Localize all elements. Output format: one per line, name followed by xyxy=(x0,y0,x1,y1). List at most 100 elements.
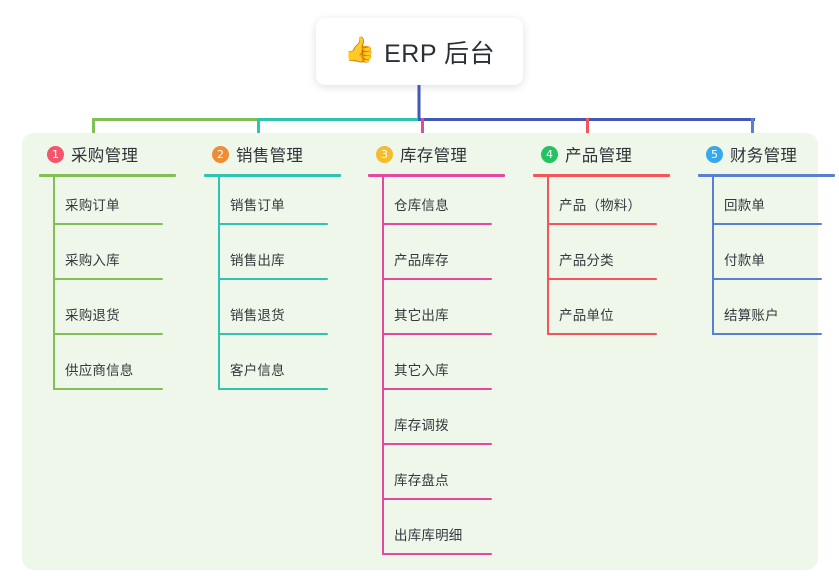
branch-item-label: 供应商信息 xyxy=(65,363,134,378)
branch-item[interactable]: 出库库明细 xyxy=(382,518,492,555)
branch-item-label: 产品分类 xyxy=(559,253,614,268)
branch-item-rule xyxy=(547,223,657,225)
branch-spine xyxy=(382,175,384,555)
branch-item-rule xyxy=(382,553,492,555)
branch-header-label: 产品管理 xyxy=(565,147,633,165)
branch-item[interactable]: 其它入库 xyxy=(382,353,492,390)
branch-header-rule xyxy=(368,174,505,177)
branch-item-label: 客户信息 xyxy=(230,363,285,378)
branch-item-rule xyxy=(712,278,822,280)
branch-item-rule xyxy=(53,223,163,225)
branch-header-label: 库存管理 xyxy=(400,147,468,165)
branch-header-label: 财务管理 xyxy=(730,147,798,165)
branch-item-label: 出库库明细 xyxy=(394,528,463,543)
branch-header-4[interactable]: 4 产品管理 xyxy=(525,133,685,175)
branch-item-rule xyxy=(53,388,163,390)
branch-item[interactable]: 库存调拨 xyxy=(382,408,492,445)
branch-item[interactable]: 产品库存 xyxy=(382,243,492,280)
branch-item-label: 结算账户 xyxy=(724,308,779,323)
branch-item-label: 库存盘点 xyxy=(394,473,449,488)
branch-item[interactable]: 销售退货 xyxy=(218,298,328,335)
branch-header-rule xyxy=(204,174,341,177)
branch-header-rule xyxy=(533,174,670,177)
branch-item-rule xyxy=(382,388,492,390)
branch-number-badge: 3 xyxy=(376,145,393,163)
branch-number-badge: 5 xyxy=(706,145,723,163)
branch-header-rule xyxy=(698,174,835,177)
branch-number-badge: 4 xyxy=(541,145,558,163)
branch-spine xyxy=(712,175,714,335)
branch-item[interactable]: 产品（物料） xyxy=(547,188,657,225)
branch-column-3: 3 库存管理仓库信息产品库存其它出库其它入库库存调拨库存盘点出库库明细 xyxy=(360,133,520,555)
branch-item[interactable]: 采购订单 xyxy=(53,188,163,225)
branch-item-rule xyxy=(547,333,657,335)
branch-spine xyxy=(53,175,55,390)
branch-item-label: 产品单位 xyxy=(559,308,614,323)
branch-spine xyxy=(547,175,549,335)
branch-item-rule xyxy=(382,333,492,335)
branch-item-rule xyxy=(53,278,163,280)
branch-item[interactable]: 销售出库 xyxy=(218,243,328,280)
branch-column-2: 2 销售管理销售订单销售出库销售退货客户信息 xyxy=(196,133,356,390)
connector-bar-segment-3 xyxy=(418,118,755,121)
branch-item-rule xyxy=(382,498,492,500)
branch-header-5[interactable]: 5 财务管理 xyxy=(690,133,839,175)
branch-item[interactable]: 仓库信息 xyxy=(382,188,492,225)
page-title: ERP 后台 xyxy=(384,39,496,68)
branch-item[interactable]: 供应商信息 xyxy=(53,353,163,390)
branch-item[interactable]: 产品分类 xyxy=(547,243,657,280)
branch-item-label: 销售出库 xyxy=(230,253,285,268)
branch-item-rule xyxy=(218,223,328,225)
branch-item-label: 销售订单 xyxy=(230,198,285,213)
branch-item-label: 产品库存 xyxy=(394,253,449,268)
branch-header-3[interactable]: 3 库存管理 xyxy=(360,133,520,175)
branch-number-badge: 1 xyxy=(47,145,64,163)
thumbs-up-icon: 👍 xyxy=(343,36,376,64)
branch-item-rule xyxy=(547,278,657,280)
branch-item-label: 回款单 xyxy=(724,198,766,213)
branch-spine xyxy=(218,175,220,390)
branch-item[interactable]: 结算账户 xyxy=(712,298,822,335)
diagram-panel: 1 采购管理采购订单采购入库采购退货供应商信息 2 销售管理销售订单销售出库销售退货客… xyxy=(22,133,835,570)
branch-item-label: 采购退货 xyxy=(65,308,120,323)
branch-item[interactable]: 其它出库 xyxy=(382,298,492,335)
branch-item-rule xyxy=(218,333,328,335)
branch-item[interactable]: 回款单 xyxy=(712,188,822,225)
branch-item-label: 仓库信息 xyxy=(394,198,449,213)
branch-item-label: 采购入库 xyxy=(65,253,120,268)
branch-item-rule xyxy=(382,223,492,225)
branch-item-label: 付款单 xyxy=(724,253,766,268)
branch-header-2[interactable]: 2 销售管理 xyxy=(196,133,356,175)
branch-item-rule xyxy=(218,388,328,390)
branch-item-rule xyxy=(218,278,328,280)
branch-header-1[interactable]: 1 采购管理 xyxy=(31,133,191,175)
branch-item[interactable]: 采购入库 xyxy=(53,243,163,280)
branch-item-label: 采购订单 xyxy=(65,198,120,213)
branch-item[interactable]: 采购退货 xyxy=(53,298,163,335)
branch-item[interactable]: 销售订单 xyxy=(218,188,328,225)
branch-item-rule xyxy=(712,333,822,335)
branch-item-rule xyxy=(382,278,492,280)
connector-bar-segment-2 xyxy=(257,118,420,121)
root-title-card: 👍 ERP 后台 xyxy=(316,18,523,85)
branch-item-rule xyxy=(382,443,492,445)
branch-item-rule xyxy=(712,223,822,225)
branch-column-4: 4 产品管理产品（物料） 产品分类产品单位 xyxy=(525,133,685,335)
connector-bar-segment-1 xyxy=(92,118,259,121)
branch-item-label: 其它入库 xyxy=(394,363,449,378)
branch-item[interactable]: 客户信息 xyxy=(218,353,328,390)
branch-item-label: 产品（物料） xyxy=(559,198,642,213)
branch-header-label: 销售管理 xyxy=(236,147,304,165)
branch-item[interactable]: 付款单 xyxy=(712,243,822,280)
branch-header-label: 采购管理 xyxy=(71,147,139,165)
branch-column-5: 5 财务管理回款单付款单结算账户 xyxy=(690,133,839,335)
root-stem-line xyxy=(417,85,421,121)
branch-item-label: 其它出库 xyxy=(394,308,449,323)
branch-item[interactable]: 产品单位 xyxy=(547,298,657,335)
branch-column-1: 1 采购管理采购订单采购入库采购退货供应商信息 xyxy=(31,133,191,390)
branch-item-rule xyxy=(53,333,163,335)
branch-item[interactable]: 库存盘点 xyxy=(382,463,492,500)
branch-item-label: 库存调拨 xyxy=(394,418,449,433)
branch-item-label: 销售退货 xyxy=(230,308,285,323)
branch-number-badge: 2 xyxy=(212,145,229,163)
